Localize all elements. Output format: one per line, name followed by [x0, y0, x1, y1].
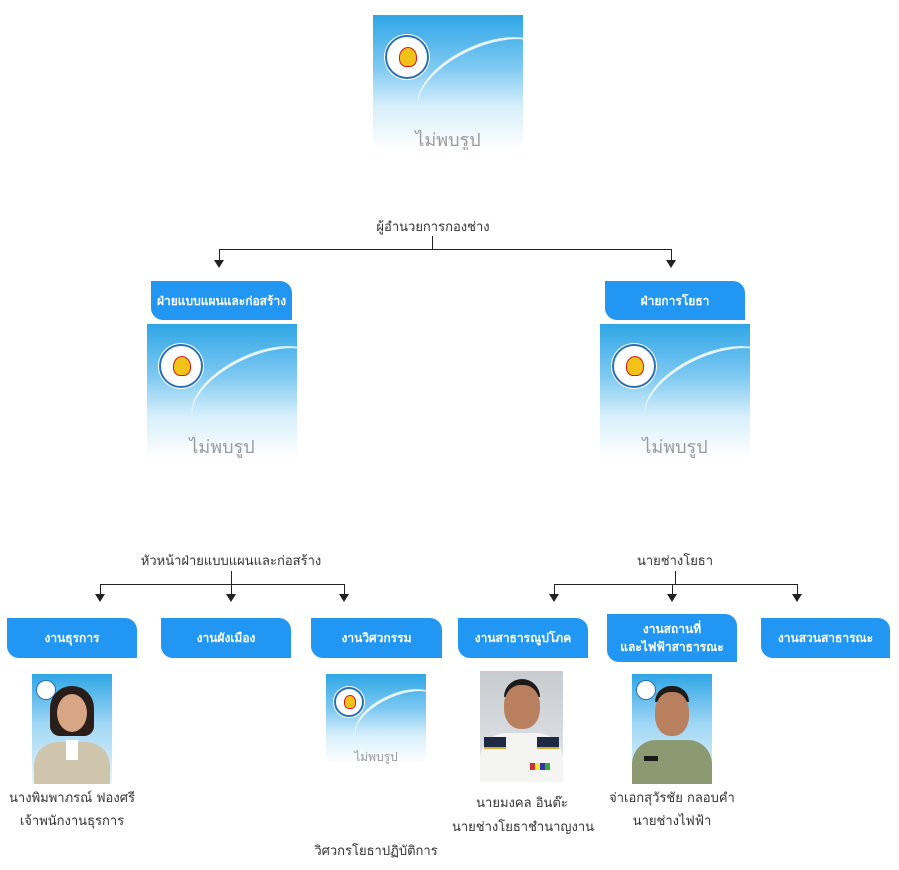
collar: [66, 740, 78, 760]
connector: [100, 584, 345, 585]
arrow-down-icon: [792, 594, 802, 602]
connector: [554, 584, 798, 585]
connector: [231, 584, 232, 595]
photo-not-found-text: ไม่พบรูป: [354, 750, 398, 764]
staff-position: นายช่างโยธาชำนาญงาน: [452, 820, 595, 835]
seal-logo-icon: [159, 344, 203, 388]
connector: [219, 249, 220, 261]
face: [504, 685, 540, 729]
photo-not-found-text: ไม่พบรูป: [642, 437, 708, 458]
works-head-photo-placeholder: ไม่พบรูป: [600, 324, 750, 459]
staff-position: เจ้าพนักงานธุรการ: [19, 814, 125, 829]
seal-logo-icon: [36, 680, 56, 700]
arrow-down-icon: [549, 594, 559, 602]
unit-engineering-button[interactable]: งานวิศวกรรม: [311, 618, 442, 658]
connector: [797, 584, 798, 595]
connector: [671, 249, 672, 261]
arrow-down-icon: [666, 260, 676, 268]
arrow-down-icon: [339, 594, 349, 602]
staff-name: นายมงคล อินต๊ะ: [476, 796, 568, 811]
staff-photo: [632, 674, 712, 784]
arrow-down-icon: [667, 594, 677, 602]
unit-city-planning-button[interactable]: งานผังเมือง: [161, 618, 291, 658]
photo-not-found-text: ไม่พบรูป: [189, 437, 255, 458]
unit-admin-button[interactable]: งานธุรการ: [7, 618, 137, 658]
staff-position: วิศวกรโยธาปฏิบัติการ: [314, 844, 438, 859]
staff-photo: [480, 671, 563, 782]
works-division-button[interactable]: ฝ่ายการโยธา: [605, 281, 745, 320]
design-head-photo-placeholder: ไม่พบรูป: [147, 324, 297, 459]
seal-logo-icon: [385, 35, 429, 79]
seal-logo-icon: [334, 687, 364, 717]
connector: [675, 571, 676, 584]
epaulette-left: [484, 737, 506, 749]
unit-utilities-button[interactable]: งานสาธารณูปโภค: [458, 618, 588, 658]
seal-logo-icon: [612, 344, 656, 388]
face: [655, 692, 689, 736]
director-title: ผู้อำนวยการกองช่าง: [376, 220, 490, 235]
staff-position: นายช่างไฟฟ้า: [632, 814, 712, 829]
director-photo-placeholder: ไม่พบรูป: [373, 15, 523, 150]
epaulette-right: [537, 737, 559, 749]
connector: [432, 236, 433, 249]
design-division-button[interactable]: ฝ่ายแบบแผนและก่อสร้าง: [151, 281, 292, 320]
photo-not-found-text: ไม่พบรูป: [415, 130, 481, 150]
connector: [672, 584, 673, 595]
medals: [530, 763, 550, 770]
unit-parks-button[interactable]: งานสวนสาธารณะ: [761, 618, 890, 658]
arrow-down-icon: [214, 260, 224, 268]
name-tag: [644, 756, 658, 761]
connector: [219, 249, 672, 250]
unit-places-electric-button[interactable]: งานสถานที่ และไฟฟ้าสาธารณะ: [607, 614, 737, 662]
connector: [231, 571, 232, 584]
uniform: [632, 740, 712, 784]
arrow-down-icon: [95, 594, 105, 602]
face: [57, 694, 87, 732]
arrow-down-icon: [226, 594, 236, 602]
connector: [344, 584, 345, 595]
seal-logo-icon: [636, 680, 656, 700]
staff-name: จ่าเอกสุวัรชัย กลอบคำ: [609, 791, 735, 806]
staff-name: นางพิมพาภรณ์ ฟองศรี: [9, 791, 135, 806]
staff-photo: [32, 674, 112, 784]
design-head-title: หัวหน้าฝ่ายแบบแผนและก่อสร้าง: [140, 554, 322, 569]
connector: [100, 584, 101, 595]
staff-photo-placeholder: ไม่พบรูป: [326, 674, 426, 764]
works-head-title: นายช่างโยธา: [636, 554, 714, 569]
connector: [554, 584, 555, 595]
